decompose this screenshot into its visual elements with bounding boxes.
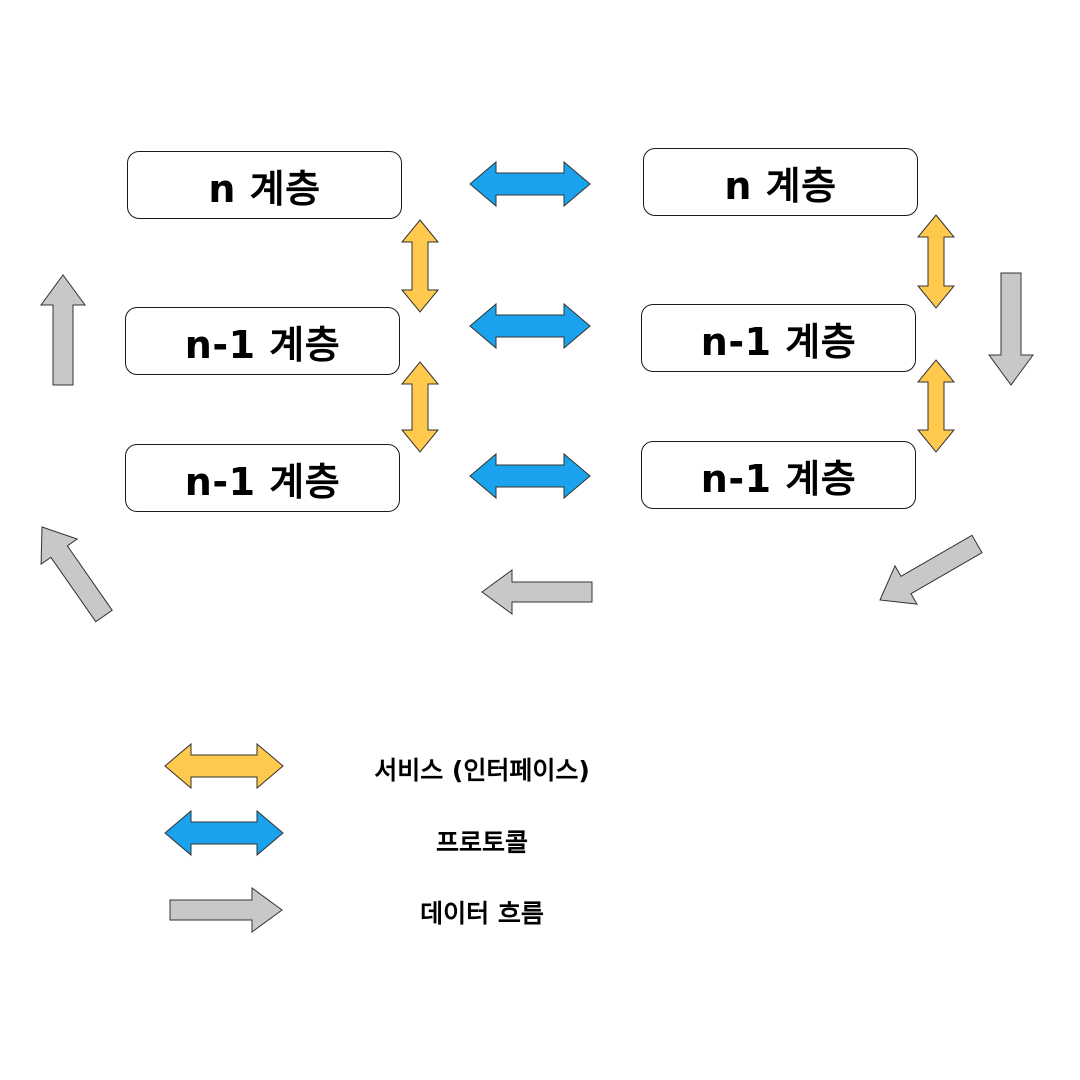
service-arrow-left-2 <box>400 361 440 453</box>
right-layer-n-box: n 계층 <box>643 148 918 216</box>
left-layer-n-minus-1-lower-label: n-1 계층 <box>184 459 341 504</box>
protocol-arrow-3 <box>469 452 591 500</box>
protocol-arrow-1 <box>469 160 591 208</box>
service-arrow-right-1 <box>916 214 956 309</box>
data-flow-arrow-icon <box>169 887 283 933</box>
left-layer-n-minus-1-label: n-1 계층 <box>184 322 341 367</box>
right-layer-n-minus-1-lower-label: n-1 계층 <box>700 456 857 501</box>
data-flow-arrow-left-up <box>40 274 86 386</box>
right-layer-n-minus-1-box: n-1 계층 <box>641 304 916 372</box>
data-flow-arrow-diagonal-left <box>40 526 113 623</box>
protocol-arrow-icon <box>164 809 284 857</box>
service-arrow-right-2 <box>916 359 956 453</box>
legend-service-label: 서비스 (인터페이스) <box>374 756 590 785</box>
left-layer-n-box: n 계층 <box>127 151 402 219</box>
legend-protocol-label: 프로토콜 <box>435 828 529 857</box>
left-layer-n-minus-1-box: n-1 계층 <box>125 307 400 375</box>
protocol-arrow-2 <box>469 302 591 350</box>
right-layer-n-minus-1-label: n-1 계층 <box>700 319 857 364</box>
legend-data-flow-label: 데이터 흐름 <box>420 899 544 928</box>
left-layer-n-minus-1-lower-box: n-1 계층 <box>125 444 400 512</box>
right-layer-n-minus-1-lower-box: n-1 계층 <box>641 441 916 509</box>
left-layer-n-label: n 계층 <box>208 166 321 211</box>
data-flow-arrow-bottom-left <box>481 569 593 615</box>
service-arrow-left-1 <box>400 219 440 313</box>
data-flow-arrow-diagonal-right <box>879 534 983 605</box>
service-arrow-icon <box>164 742 284 790</box>
right-layer-n-label: n 계층 <box>724 163 837 208</box>
data-flow-arrow-right-down <box>988 272 1034 386</box>
